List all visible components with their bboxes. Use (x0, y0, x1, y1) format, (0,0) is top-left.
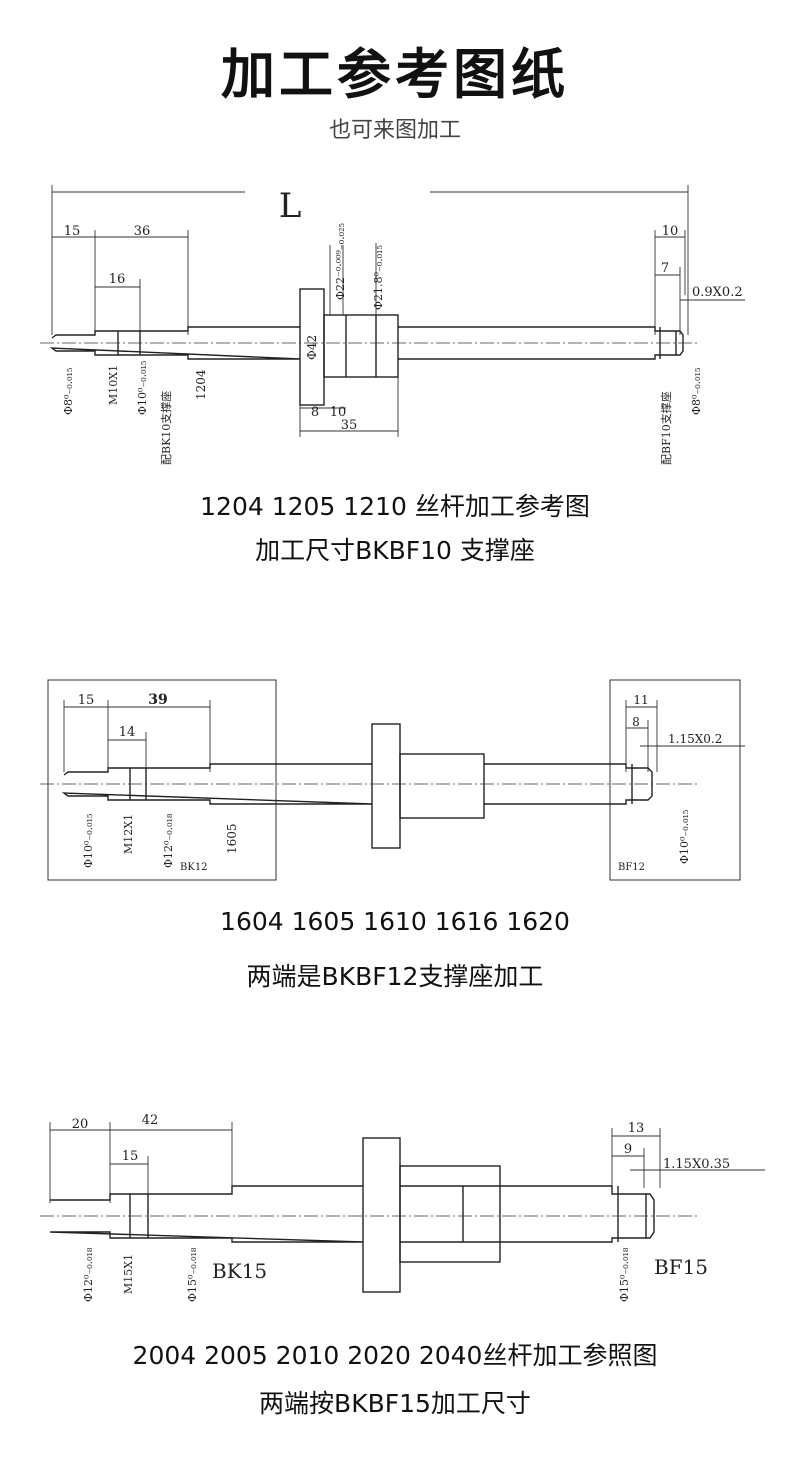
dim-15: 15 (122, 1149, 139, 1164)
dim-dia-8-right: Φ8⁰₋₀.₀₁₅ (690, 368, 703, 415)
note-bf10: 配BF10支撑座 (659, 391, 673, 465)
page-title: 加工参考图纸 (221, 43, 569, 106)
dim-42: 42 (142, 1113, 159, 1128)
caption-2-line2: 两端是BKBF12支撑座加工 (246, 962, 544, 991)
dim-15: 15 (64, 224, 81, 239)
note-bk10: 配BK10支撑座 (159, 391, 173, 465)
dim-16: 16 (109, 272, 126, 287)
dim-dia-22: Φ22⁻⁰·⁰⁰⁹₋₀.₀₂₅ (334, 223, 347, 300)
dim-groove-right: 0.9X0.2 (692, 285, 743, 300)
dim-dia-8-left: Φ8⁰₋₀.₀₁₅ (62, 368, 75, 415)
caption-1-line1: 1204 1205 1210 丝杆加工参考图 (200, 492, 590, 521)
box-label-bf12: BF12 (618, 862, 645, 873)
dim-1605: 1605 (225, 823, 239, 854)
dim-nut-10: 10 (330, 405, 347, 420)
caption-1-line2: 加工尺寸BKBF10 支撑座 (255, 536, 535, 565)
dim-groove-right: 1.15X0.2 (668, 732, 722, 746)
drawing-1205-screw: L 15 36 16 10 7 0.9X0.2 Φ42 Φ22⁻⁰·⁰⁰⁹₋₀.… (40, 185, 745, 465)
dim-15: 15 (78, 693, 95, 708)
dim-8-right: 8 (632, 715, 640, 729)
drawing-1605-screw: BK12 BF12 15 39 14 11 8 1.15X0.2 Φ10⁰₋₀.… (40, 679, 745, 881)
dim-overall-l: L (279, 186, 302, 226)
dim-dia-12: Φ12⁰₋₀.₀₁₈ (162, 813, 175, 868)
dim-nut-8: 8 (311, 405, 319, 420)
caption-3-line1: 2004 2005 2010 2020 2040丝杆加工参照图 (132, 1341, 658, 1370)
dim-7-right: 7 (661, 261, 669, 276)
dim-dia-10-right: Φ10⁰₋₀.₀₁₅ (678, 810, 691, 864)
dim-nut-35: 35 (341, 418, 358, 433)
dim-m10: M10X1 (107, 365, 120, 405)
dim-20: 20 (72, 1117, 89, 1132)
label-bk15: BK15 (212, 1259, 267, 1283)
dim-dia-15-left: Φ15⁰₋₀.₀₁₈ (186, 1247, 199, 1302)
dim-dia-21-8: Φ21.8⁰₋₀.₀₁₅ (372, 245, 385, 310)
caption-3-line2: 两端按BKBF15加工尺寸 (259, 1389, 531, 1418)
dim-dia-15-right: Φ15⁰₋₀.₀₁₈ (618, 1247, 631, 1302)
dim-dia-10-left: Φ10⁰₋₀.₀₁₅ (82, 814, 95, 868)
dim-m12: M12X1 (122, 814, 135, 854)
dim-dia-12: Φ12⁰₋₀.₀₁₈ (82, 1247, 95, 1302)
page-subtitle: 也可来图加工 (328, 118, 461, 143)
dim-1204: 1204 (194, 369, 208, 400)
dim-groove-right: 1.15X0.35 (663, 1157, 730, 1172)
dim-m15: M15X1 (122, 1254, 135, 1294)
dim-39: 39 (148, 692, 167, 708)
dim-14: 14 (119, 725, 136, 740)
label-bf15: BF15 (654, 1255, 708, 1279)
dim-13-right: 13 (628, 1121, 645, 1136)
dim-dia-10: Φ10⁰₋₀.₀₁₅ (136, 361, 149, 415)
dim-11-right: 11 (633, 693, 648, 707)
dim-36: 36 (134, 224, 151, 239)
dim-10-right: 10 (662, 224, 679, 239)
dim-9-right: 9 (624, 1142, 632, 1157)
box-label-bk12: BK12 (180, 862, 208, 873)
caption-2-line1: 1604 1605 1610 1616 1620 (220, 907, 570, 936)
nut-dia-42: Φ42 (305, 335, 319, 360)
drawing-2005-screw: 20 42 15 13 9 1.15X0.35 Φ12⁰₋₀.₀₁₈ M15X1… (40, 1113, 765, 1302)
